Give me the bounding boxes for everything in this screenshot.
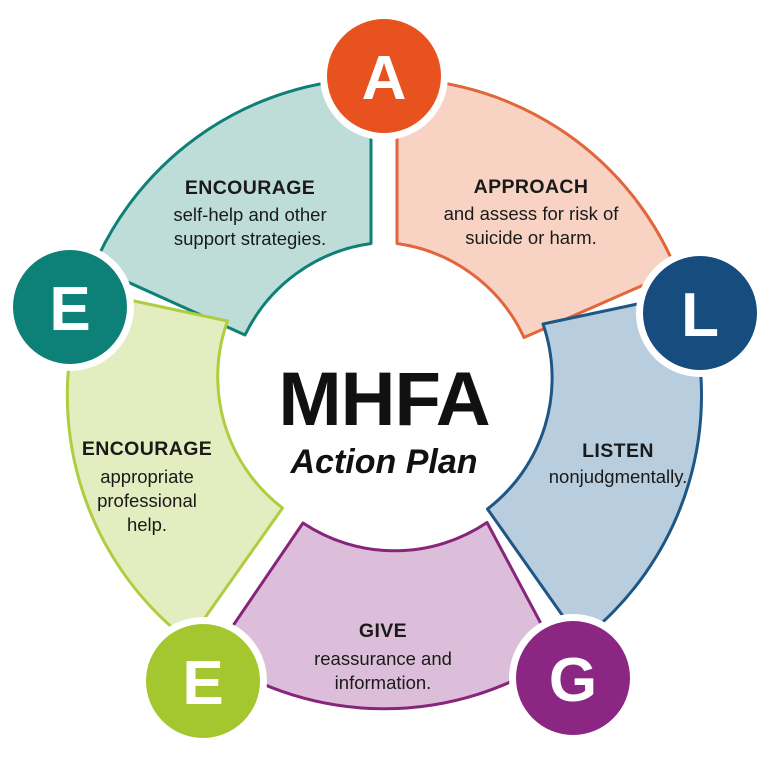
segment-labels: ENCOURAGE self-help and other support st… — [82, 176, 687, 693]
segment-encourage-selfhelp-shape[interactable] — [92, 77, 373, 337]
segment-approach-line-1: and assess for risk of — [444, 203, 620, 224]
segment-encourage-professional-line-1: appropriate — [100, 466, 194, 487]
badge-listen[interactable]: L — [636, 249, 764, 377]
badge-approach-letter: A — [362, 44, 407, 113]
badge-encourage-selfhelp[interactable]: E — [6, 243, 134, 371]
segment-give-line-2: information. — [335, 672, 432, 693]
segment-encourage-selfhelp-line-1: self-help and other — [173, 204, 326, 225]
badge-encourage-professional[interactable]: E — [139, 617, 267, 745]
segment-encourage-professional-heading: ENCOURAGE — [82, 438, 212, 460]
badge-encourage-selfhelp-letter: E — [49, 275, 90, 344]
segment-encourage-selfhelp-heading: ENCOURAGE — [185, 177, 315, 199]
center-label: MHFA Action Plan — [278, 357, 490, 481]
ring-segments — [65, 77, 703, 711]
segment-give-line-1: reassurance and — [314, 648, 452, 669]
segment-approach-shape[interactable] — [395, 77, 678, 339]
segment-listen-heading: LISTEN — [582, 440, 654, 462]
segment-encourage-selfhelp-line-2: support strategies. — [174, 228, 326, 249]
badge-give-letter: G — [549, 646, 597, 715]
center-acronym: MHFA — [278, 357, 489, 442]
segment-give-heading: GIVE — [359, 620, 407, 642]
segment-encourage-selfhelp[interactable] — [92, 77, 373, 337]
badge-encourage-selfhelp-circle[interactable] — [13, 250, 127, 364]
segment-encourage-professional-line-2: professional — [97, 490, 197, 511]
badge-encourage-professional-circle[interactable] — [146, 624, 260, 738]
badge-encourage-professional-letter: E — [182, 649, 223, 718]
center-subtitle: Action Plan — [289, 443, 477, 481]
segment-approach-heading: APPROACH — [474, 176, 589, 198]
badge-give[interactable]: G — [509, 614, 637, 742]
segment-encourage-professional-line-3: help. — [127, 514, 167, 535]
badge-give-circle[interactable] — [516, 621, 630, 735]
segment-approach-line-2: suicide or harm. — [465, 227, 597, 248]
badge-approach[interactable]: A — [320, 12, 448, 140]
badge-approach-circle[interactable] — [327, 19, 441, 133]
badge-listen-letter: L — [681, 281, 719, 350]
badge-listen-circle[interactable] — [643, 256, 757, 370]
segment-listen-line-1: nonjudgmentally. — [549, 466, 688, 487]
segment-approach[interactable] — [395, 77, 678, 339]
letter-badges: A L G E — [6, 12, 764, 745]
